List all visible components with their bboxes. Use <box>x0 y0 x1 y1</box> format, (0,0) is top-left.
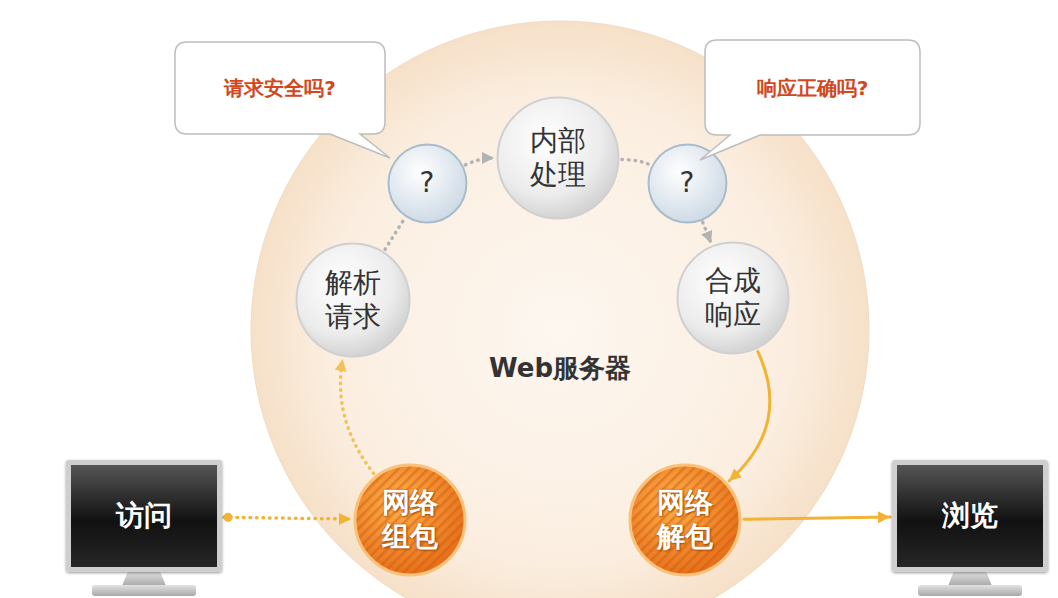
start-dot <box>224 513 233 522</box>
flow-arrow <box>729 352 770 481</box>
node-label: 网络 组包 <box>380 486 440 553</box>
node-text-holder: 响应正确吗? <box>705 40 920 135</box>
process-circle: 解析 请求 <box>295 242 411 358</box>
node-label: 内部 处理 <box>528 124 588 191</box>
monitor-base <box>918 585 1022 596</box>
monitor-base <box>92 585 196 596</box>
process-circle: 内部 处理 <box>496 96 620 220</box>
process-circle: 合成 响应 <box>676 241 790 355</box>
node-text-holder: 网络 解包 <box>628 463 742 577</box>
flow-arrow <box>224 517 351 519</box>
network-circle: 网络 解包 <box>628 463 742 577</box>
flow-arrow <box>385 219 404 249</box>
node-text-holder: 请求安全吗? <box>175 42 385 134</box>
node-label: 浏览 <box>942 499 998 533</box>
node-label: 响应正确吗? <box>757 76 869 100</box>
node-text-holder: 合成 响应 <box>676 241 790 355</box>
node-label: 访问 <box>116 499 172 533</box>
node-label: ? <box>657 166 717 200</box>
node-text-holder: ? <box>647 143 728 224</box>
node-label: 解析 请求 <box>323 266 383 333</box>
node-label: ? <box>397 166 457 200</box>
node-label: 合成 响应 <box>703 264 763 331</box>
flow-arrow <box>744 517 890 519</box>
monitor-screen: 浏览 <box>892 460 1048 572</box>
flow-arrow <box>340 359 373 473</box>
node-text-holder: 内部 处理 <box>496 96 620 220</box>
node-text-holder: 访问 <box>71 465 217 567</box>
question-mark: ? <box>647 143 728 224</box>
monitor-neck <box>948 571 992 586</box>
flow-arrow <box>465 158 494 165</box>
node-label: 请求安全吗? <box>224 76 336 100</box>
region-label: Web服务器 <box>489 351 631 386</box>
monitor-screen: 访问 <box>66 460 222 572</box>
node-text-holder: 浏览 <box>897 465 1043 567</box>
node-text-holder: ? <box>387 143 468 224</box>
flow-arrow <box>622 160 649 165</box>
monitor-neck <box>122 571 166 586</box>
node-label: 网络 解包 <box>655 486 715 553</box>
node-text-holder: 网络 组包 <box>353 463 467 577</box>
flow-arrow <box>703 222 711 243</box>
callout-bubble: 响应正确吗? <box>705 40 920 135</box>
node-text-holder: 解析 请求 <box>295 242 411 358</box>
network-circle: 网络 组包 <box>353 463 467 577</box>
callout-bubble: 请求安全吗? <box>175 42 385 134</box>
question-mark: ? <box>387 143 468 224</box>
